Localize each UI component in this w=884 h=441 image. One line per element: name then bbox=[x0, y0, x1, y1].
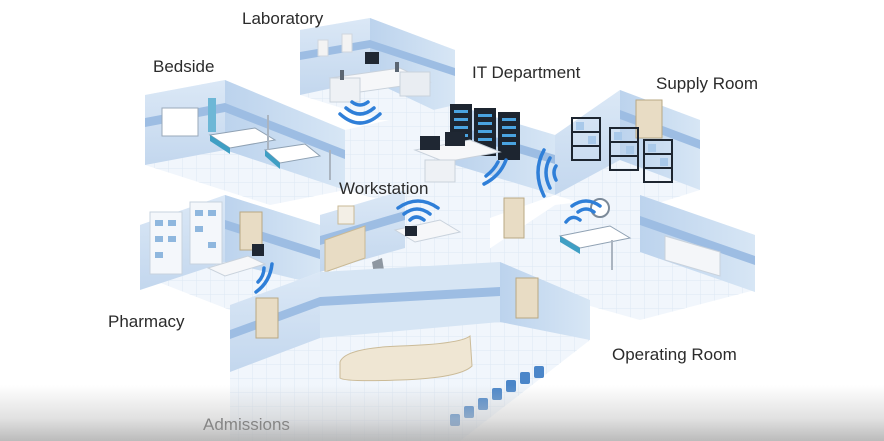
label-workstation: Workstation bbox=[339, 179, 429, 198]
wifi-signal-icon bbox=[564, 199, 602, 224]
wifi-signal-icon bbox=[482, 158, 508, 186]
label-admissions: Admissions bbox=[203, 415, 290, 434]
label-it-department: IT Department bbox=[472, 63, 581, 82]
wifi-signal-icon bbox=[338, 100, 382, 125]
room-laboratory bbox=[300, 18, 455, 125]
wifi-signal-icon bbox=[254, 262, 274, 294]
supply-shelves bbox=[571, 117, 673, 183]
room-bedside bbox=[145, 80, 345, 205]
label-supply-room: Supply Room bbox=[656, 74, 759, 93]
label-bedside: Bedside bbox=[153, 57, 215, 76]
wifi-signal-icon bbox=[536, 148, 558, 198]
wifi-signal-icon bbox=[396, 199, 440, 222]
room-supply bbox=[536, 90, 700, 215]
label-operating-room: Operating Room bbox=[612, 345, 737, 364]
room-pharmacy bbox=[140, 195, 320, 310]
label-laboratory: Laboratory bbox=[242, 9, 324, 28]
label-pharmacy: Pharmacy bbox=[108, 312, 185, 331]
